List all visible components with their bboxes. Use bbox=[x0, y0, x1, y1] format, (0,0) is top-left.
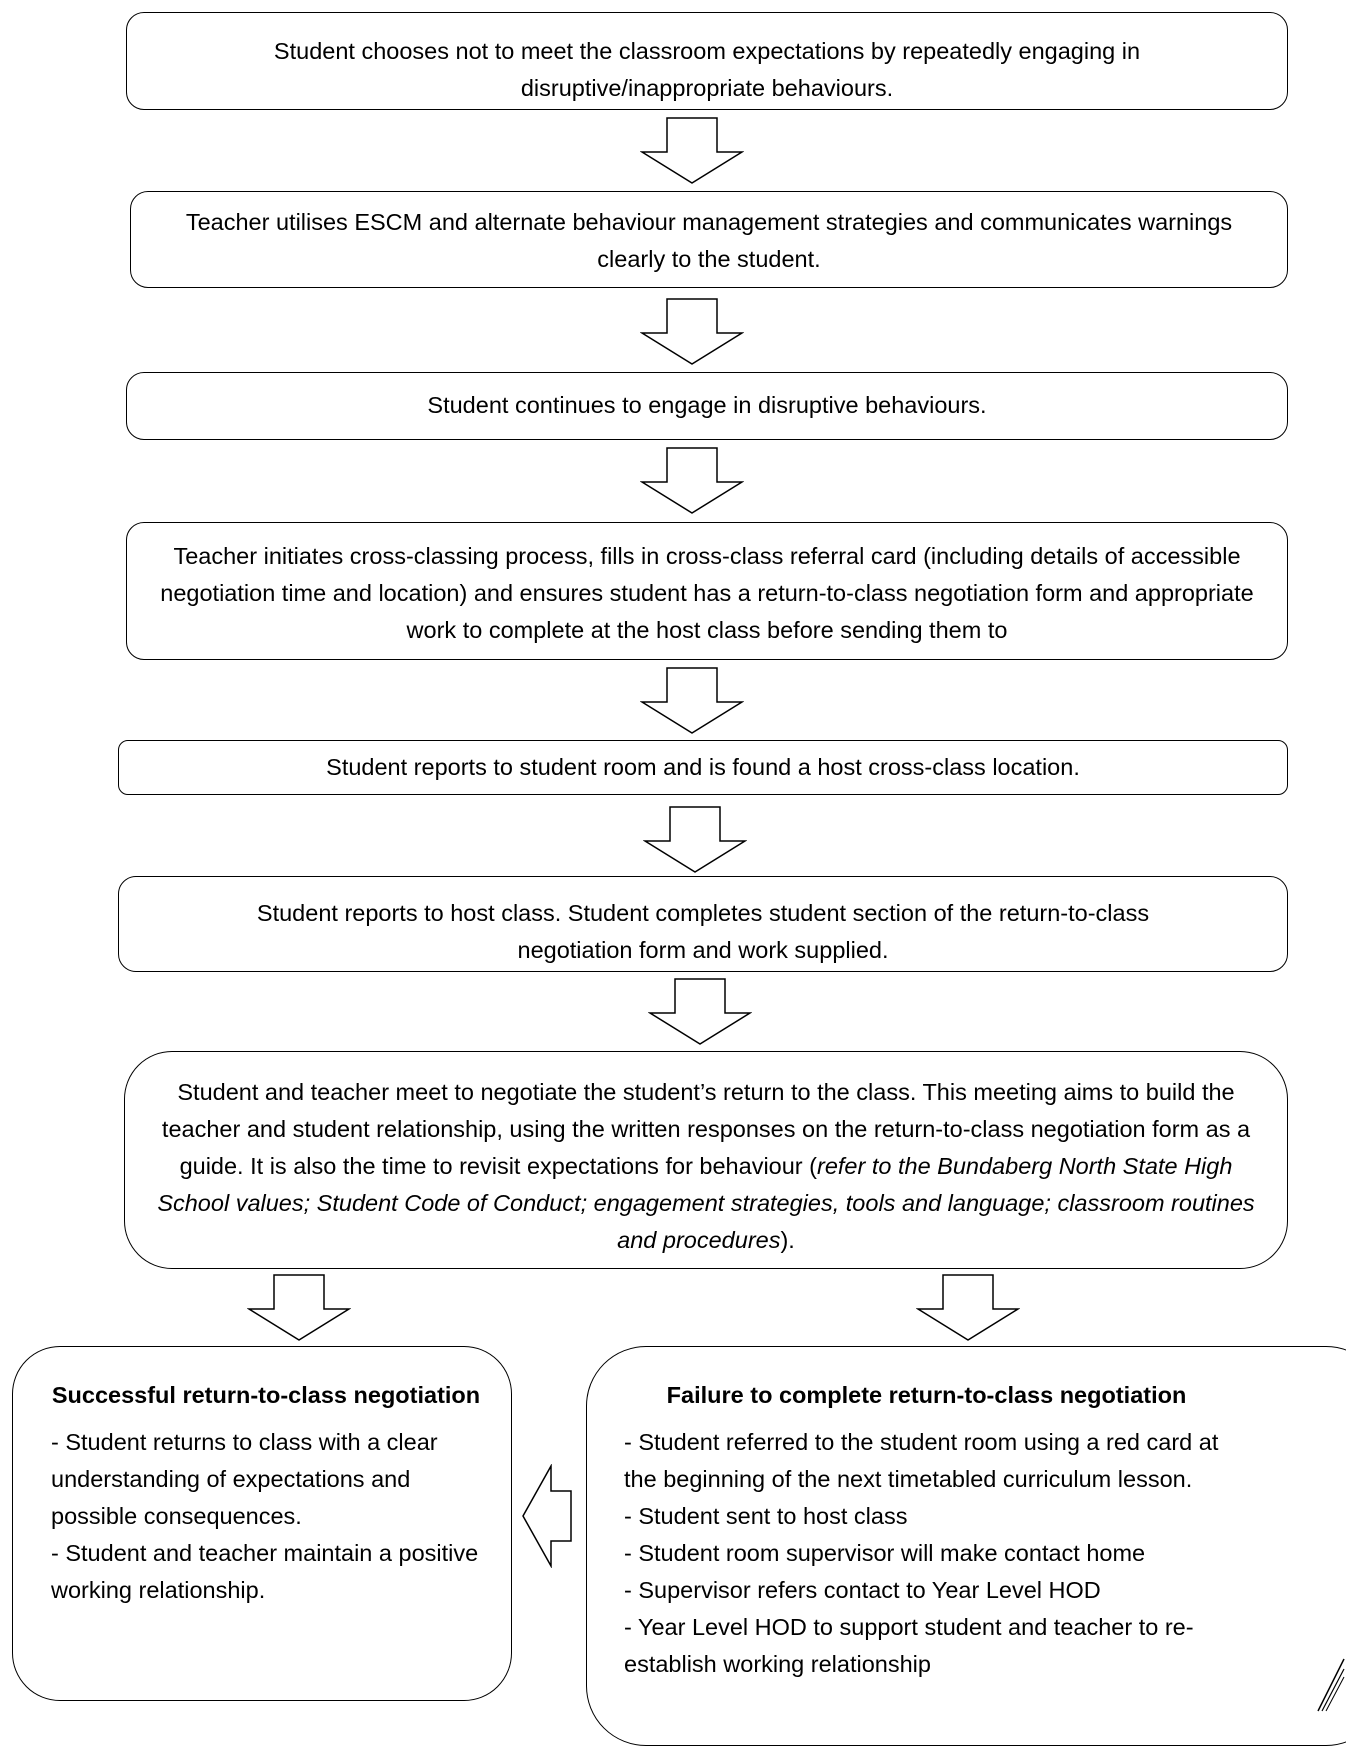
failure-line-2: - Student sent to host class bbox=[624, 1503, 908, 1529]
meeting-box: Student and teacher meet to negotiate th… bbox=[124, 1051, 1288, 1269]
step-text-3: Student continues to engage in disruptiv… bbox=[427, 392, 987, 418]
down-arrow-right-outcome bbox=[916, 1274, 1020, 1341]
step-text-1: Student chooses not to meet the classroo… bbox=[273, 38, 1141, 101]
meeting-intro: Student and teacher meet to negotiate th… bbox=[161, 1079, 1251, 1179]
step-text-5: Student reports to student room and is f… bbox=[326, 754, 1080, 780]
step-box-4: Teacher initiates cross-classing process… bbox=[126, 522, 1288, 660]
down-arrow-1 bbox=[640, 117, 744, 184]
failure-box: Failure to complete return-to-class nego… bbox=[586, 1346, 1346, 1746]
page-curl-decoration bbox=[1317, 1658, 1345, 1712]
step-box-5: Student reports to student room and is f… bbox=[118, 740, 1288, 795]
success-line-1: - Student returns to class with a clear … bbox=[51, 1429, 438, 1529]
failure-line-5: - Year Level HOD to support student and … bbox=[624, 1614, 1194, 1677]
down-arrow-2 bbox=[640, 298, 744, 365]
step-box-6: Student reports to host class. Student c… bbox=[118, 876, 1288, 972]
step-text-2: Teacher utilises ESCM and alternate beha… bbox=[185, 209, 1233, 272]
failure-title: Failure to complete return-to-class nego… bbox=[666, 1382, 1187, 1408]
step-box-1: Student chooses not to meet the classroo… bbox=[126, 12, 1288, 110]
step-box-3: Student continues to engage in disruptiv… bbox=[126, 372, 1288, 440]
step-box-2: Teacher utilises ESCM and alternate beha… bbox=[130, 191, 1288, 288]
left-arrow bbox=[522, 1464, 572, 1568]
meeting-outro: ). bbox=[780, 1227, 795, 1253]
success-box: Successful return-to-class negotiation -… bbox=[12, 1346, 512, 1701]
down-arrow-6 bbox=[648, 978, 752, 1045]
failure-line-1: - Student referred to the student room u… bbox=[624, 1429, 1219, 1492]
meeting-italic: refer to the Bundaberg North State High … bbox=[157, 1153, 1255, 1253]
step-text-4: Teacher initiates cross-classing process… bbox=[160, 543, 1254, 643]
success-title: Successful return-to-class negotiation bbox=[51, 1382, 481, 1408]
success-line-2: - Student and teacher maintain a positiv… bbox=[51, 1540, 479, 1603]
down-arrow-5 bbox=[643, 806, 747, 873]
meeting-text: Student and teacher meet to negotiate th… bbox=[147, 1074, 1265, 1259]
step-text-6: Student reports to host class. Student c… bbox=[256, 900, 1150, 963]
down-arrow-left-outcome bbox=[247, 1274, 351, 1341]
failure-line-3: - Student room supervisor will make cont… bbox=[624, 1540, 1146, 1566]
failure-line-4: - Supervisor refers contact to Year Leve… bbox=[624, 1577, 1101, 1603]
down-arrow-4 bbox=[640, 667, 744, 734]
down-arrow-3 bbox=[640, 447, 744, 514]
